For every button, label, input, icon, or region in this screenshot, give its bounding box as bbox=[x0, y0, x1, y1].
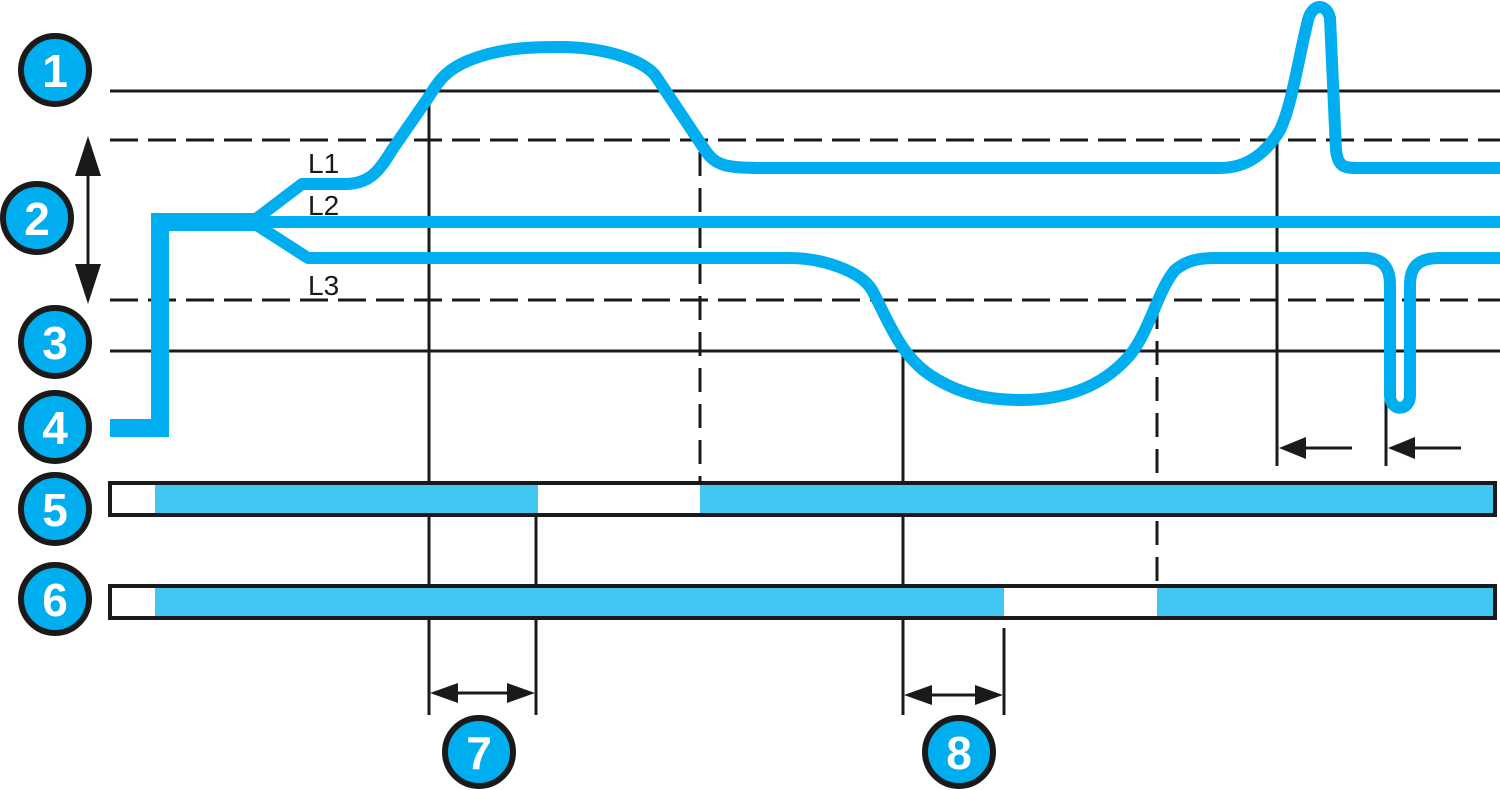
delay-arrow-7-icon bbox=[430, 683, 535, 703]
delay-arrow-8-icon bbox=[904, 685, 1003, 705]
spike-high-arrow-icon bbox=[1279, 437, 1352, 459]
svg-text:5: 5 bbox=[42, 484, 68, 536]
spike-low-arrow-icon bbox=[1388, 437, 1461, 459]
badge-4: 4 bbox=[18, 390, 92, 464]
badge-3: 3 bbox=[18, 305, 92, 379]
badge-8: 8 bbox=[922, 715, 996, 789]
badge-7: 7 bbox=[442, 715, 516, 789]
badge-1: 1 bbox=[18, 33, 92, 107]
svg-text:1: 1 bbox=[42, 45, 68, 97]
svg-text:2: 2 bbox=[24, 193, 50, 245]
relay-bar-2 bbox=[108, 584, 1497, 620]
svg-text:7: 7 bbox=[466, 727, 492, 779]
badge-5: 5 bbox=[18, 472, 92, 546]
svg-text:3: 3 bbox=[42, 317, 68, 369]
label-l3: L3 bbox=[308, 270, 339, 301]
supply-step-signal bbox=[110, 213, 255, 437]
badge-2: 2 bbox=[0, 181, 74, 255]
label-l1: L1 bbox=[308, 148, 339, 179]
hysteresis-double-arrow-icon bbox=[75, 136, 101, 304]
relay-bar-1 bbox=[108, 481, 1497, 517]
svg-text:4: 4 bbox=[42, 402, 68, 454]
svg-text:6: 6 bbox=[42, 574, 68, 626]
l1-signal bbox=[246, 1, 1500, 228]
badge-6: 6 bbox=[18, 562, 92, 636]
label-l2: L2 bbox=[308, 190, 339, 221]
svg-text:8: 8 bbox=[946, 727, 972, 779]
l3-signal bbox=[246, 216, 1500, 414]
